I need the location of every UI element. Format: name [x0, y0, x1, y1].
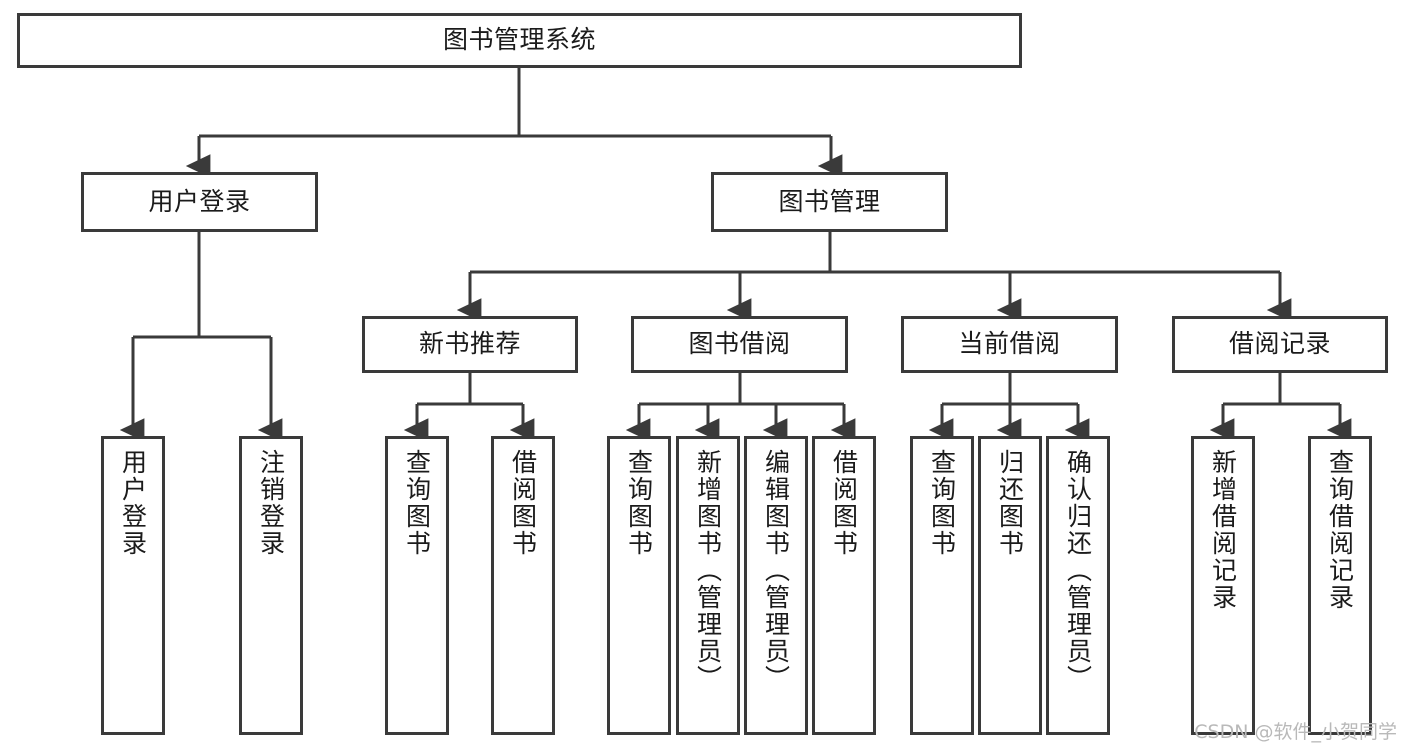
- node-leaf-borrow-book-2[interactable]: 借阅图书: [812, 436, 876, 735]
- node-leaf-add-book-label: 新增图书（管理员）: [693, 449, 723, 692]
- node-leaf-confirm-return[interactable]: 确认归还（管理员）: [1046, 436, 1110, 735]
- node-leaf-add-record[interactable]: 新增借阅记录: [1191, 436, 1255, 735]
- node-leaf-logout-label: 注销登录: [256, 449, 286, 557]
- watermark-text: CSDN @软件_小贺同学: [1194, 721, 1397, 743]
- node-borrow-record-label: 借阅记录: [1228, 329, 1331, 359]
- node-leaf-edit-book-label: 编辑图书（管理员）: [761, 449, 791, 692]
- node-current-borrow[interactable]: 当前借阅: [901, 316, 1118, 373]
- node-leaf-query-record-label: 查询借阅记录: [1325, 449, 1355, 611]
- node-leaf-query-book-3[interactable]: 查询图书: [910, 436, 974, 735]
- node-leaf-borrow-book-2-label: 借阅图书: [829, 449, 859, 557]
- node-book-manage[interactable]: 图书管理: [711, 172, 948, 232]
- node-leaf-add-book[interactable]: 新增图书（管理员）: [676, 436, 740, 735]
- node-leaf-borrow-book-1-label: 借阅图书: [508, 449, 538, 557]
- node-leaf-confirm-return-label: 确认归还（管理员）: [1063, 449, 1093, 692]
- node-current-borrow-label: 当前借阅: [958, 329, 1061, 359]
- node-borrow-record[interactable]: 借阅记录: [1172, 316, 1388, 373]
- node-root-label: 图书管理系统: [442, 25, 596, 55]
- node-leaf-user-login-label: 用户登录: [118, 449, 148, 557]
- node-book-manage-label: 图书管理: [778, 186, 881, 216]
- node-user-login-label: 用户登录: [148, 186, 251, 216]
- node-leaf-query-book-1[interactable]: 查询图书: [385, 436, 449, 735]
- node-leaf-query-record[interactable]: 查询借阅记录: [1308, 436, 1372, 735]
- node-user-login[interactable]: 用户登录: [81, 172, 318, 232]
- node-leaf-query-book-2-label: 查询图书: [624, 449, 654, 557]
- node-book-borrow[interactable]: 图书借阅: [631, 316, 848, 373]
- node-leaf-return-book[interactable]: 归还图书: [978, 436, 1042, 735]
- node-leaf-query-book-3-label: 查询图书: [927, 449, 957, 557]
- node-new-book-rec[interactable]: 新书推荐: [362, 316, 578, 373]
- node-leaf-query-book-2[interactable]: 查询图书: [607, 436, 671, 735]
- node-leaf-query-book-1-label: 查询图书: [402, 449, 432, 557]
- node-leaf-return-book-label: 归还图书: [995, 449, 1025, 557]
- node-book-borrow-label: 图书借阅: [688, 329, 791, 359]
- node-leaf-edit-book[interactable]: 编辑图书（管理员）: [744, 436, 808, 735]
- node-leaf-borrow-book-1[interactable]: 借阅图书: [491, 436, 555, 735]
- node-leaf-logout[interactable]: 注销登录: [239, 436, 303, 735]
- node-leaf-user-login[interactable]: 用户登录: [101, 436, 165, 735]
- node-new-book-rec-label: 新书推荐: [418, 329, 521, 359]
- node-root[interactable]: 图书管理系统: [17, 13, 1022, 68]
- node-leaf-add-record-label: 新增借阅记录: [1208, 449, 1238, 611]
